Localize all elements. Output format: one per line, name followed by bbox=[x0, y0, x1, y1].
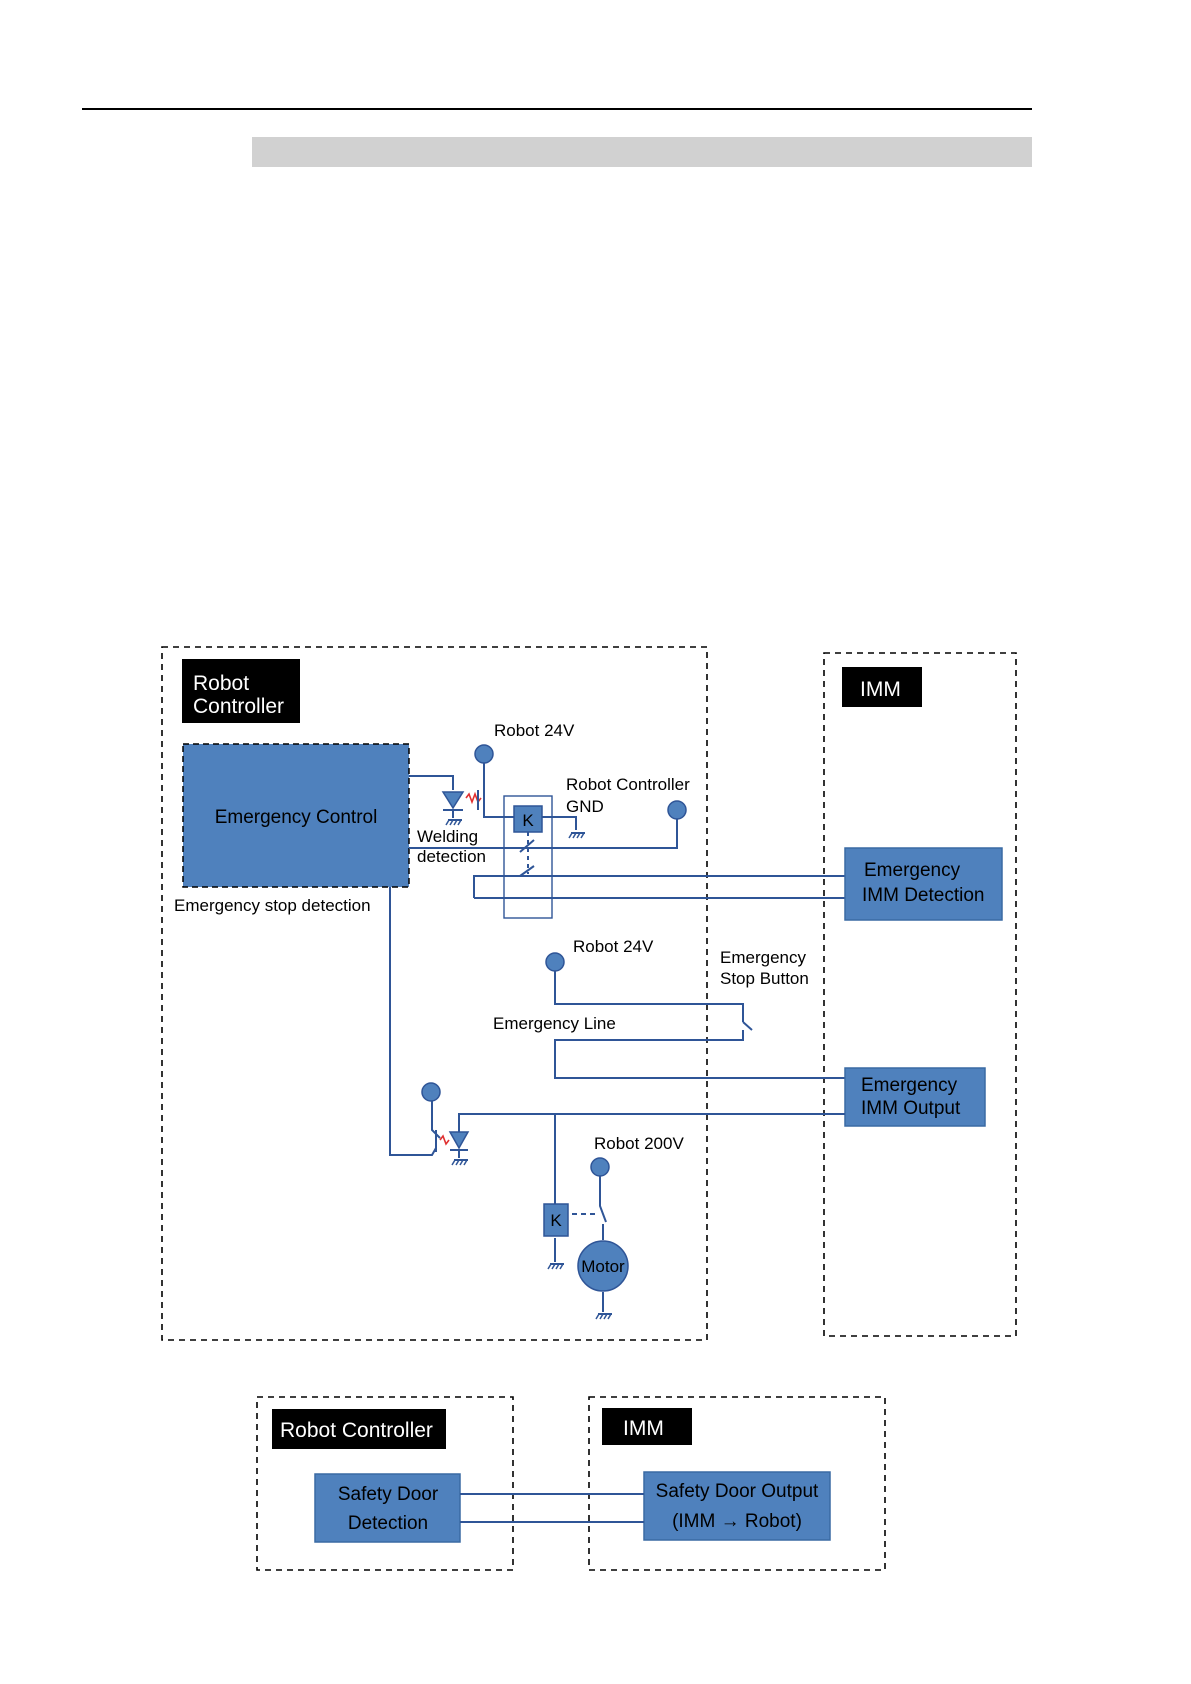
imm-label-2-text: IMM bbox=[623, 1417, 664, 1440]
relay-k-motor-label: K bbox=[550, 1211, 562, 1230]
robot-24v-mid-label: Robot 24V bbox=[573, 937, 654, 956]
section-heading-bar bbox=[252, 137, 1032, 167]
emergency-control-block: Emergency Control bbox=[182, 743, 410, 888]
safety-door-detection-line1: Safety Door bbox=[338, 1484, 439, 1505]
motor-label: Motor bbox=[581, 1257, 625, 1276]
motor-wiring bbox=[599, 1176, 607, 1312]
emergency-line-label: Emergency Line bbox=[493, 1014, 616, 1033]
robot-controller-label: Robot Controller bbox=[182, 659, 300, 723]
relay-contacts bbox=[519, 832, 535, 877]
relay-k-motor: K bbox=[543, 1203, 569, 1237]
header-rule bbox=[82, 108, 1032, 110]
robot-200v-label: Robot 200V bbox=[594, 1134, 684, 1153]
imm-detection-text-line1: Emergency bbox=[864, 860, 961, 881]
emergency-control-text: Emergency Control bbox=[215, 807, 378, 828]
emergency-imm-output-block: Emergency IMM Output bbox=[844, 1067, 986, 1127]
robot-200v-terminal bbox=[590, 1157, 610, 1177]
imm-label-2: IMM bbox=[602, 1408, 692, 1445]
robot-controller-gnd-label-line2: GND bbox=[566, 797, 604, 816]
emergency-circuit-diagram: Robot Controller IMM Emergency Control E… bbox=[161, 646, 1017, 1341]
robot-24v-mid-terminal bbox=[545, 952, 565, 972]
emergency-line-wiring bbox=[554, 971, 845, 1079]
robot-controller-label-line1: Robot bbox=[193, 672, 249, 695]
motor: Motor bbox=[577, 1240, 629, 1292]
imm-boundary bbox=[823, 652, 1017, 1337]
imm-label: IMM bbox=[842, 667, 922, 707]
safety-door-detection-block: Safety Door Detection bbox=[314, 1473, 461, 1543]
lower-optocoupler-terminal bbox=[421, 1082, 441, 1102]
robot-24v-top-label: Robot 24V bbox=[494, 721, 575, 740]
robot-controller-label-2: Robot Controller bbox=[272, 1409, 446, 1449]
robot-controller-gnd-label-line1: Robot Controller bbox=[566, 775, 690, 794]
imm-output-text-line2: IMM Output bbox=[861, 1098, 961, 1119]
robot-24v-top-terminal bbox=[474, 744, 494, 764]
imm-boundary-2 bbox=[588, 1396, 886, 1571]
imm-detection-text-line2: IMM Detection bbox=[862, 885, 984, 906]
welding-detection-label-line2: detection bbox=[417, 847, 486, 866]
safety-door-output-block: Safety Door Output (IMM → Robot) bbox=[643, 1471, 831, 1541]
robot-controller-boundary-2 bbox=[256, 1396, 514, 1571]
robot-controller-gnd-terminal bbox=[667, 800, 687, 820]
robot-controller-boundary bbox=[161, 646, 708, 1341]
estop-button-label-line2: Stop Button bbox=[720, 969, 809, 988]
imm-label-text: IMM bbox=[860, 678, 901, 701]
safety-door-wiring bbox=[460, 1493, 644, 1523]
optocoupler-lower bbox=[435, 1130, 470, 1166]
welding-detection-label-line1: Welding bbox=[417, 827, 478, 846]
optocoupler-top bbox=[441, 790, 482, 826]
robot-controller-label-line2: Controller bbox=[193, 695, 284, 718]
safety-door-detection-line2: Detection bbox=[348, 1513, 428, 1534]
relay-k-top: K bbox=[513, 805, 543, 833]
emergency-imm-detection-block: Emergency IMM Detection bbox=[844, 847, 1003, 921]
relay-k-top-label: K bbox=[522, 811, 534, 830]
robot-controller-label-2-text: Robot Controller bbox=[280, 1419, 433, 1442]
imm-output-text-line1: Emergency bbox=[861, 1075, 958, 1096]
emergency-stop-detection-label: Emergency stop detection bbox=[174, 896, 371, 915]
safety-door-output-line2: (IMM → Robot) bbox=[672, 1511, 802, 1532]
estop-button-label-line1: Emergency bbox=[720, 948, 806, 967]
stop-detection-wiring bbox=[389, 887, 845, 1262]
safety-door-diagram: Robot Controller IMM Safety Door Detecti… bbox=[256, 1396, 886, 1571]
relay-enclosure bbox=[503, 795, 553, 919]
safety-door-output-line1: Safety Door Output bbox=[656, 1481, 819, 1502]
